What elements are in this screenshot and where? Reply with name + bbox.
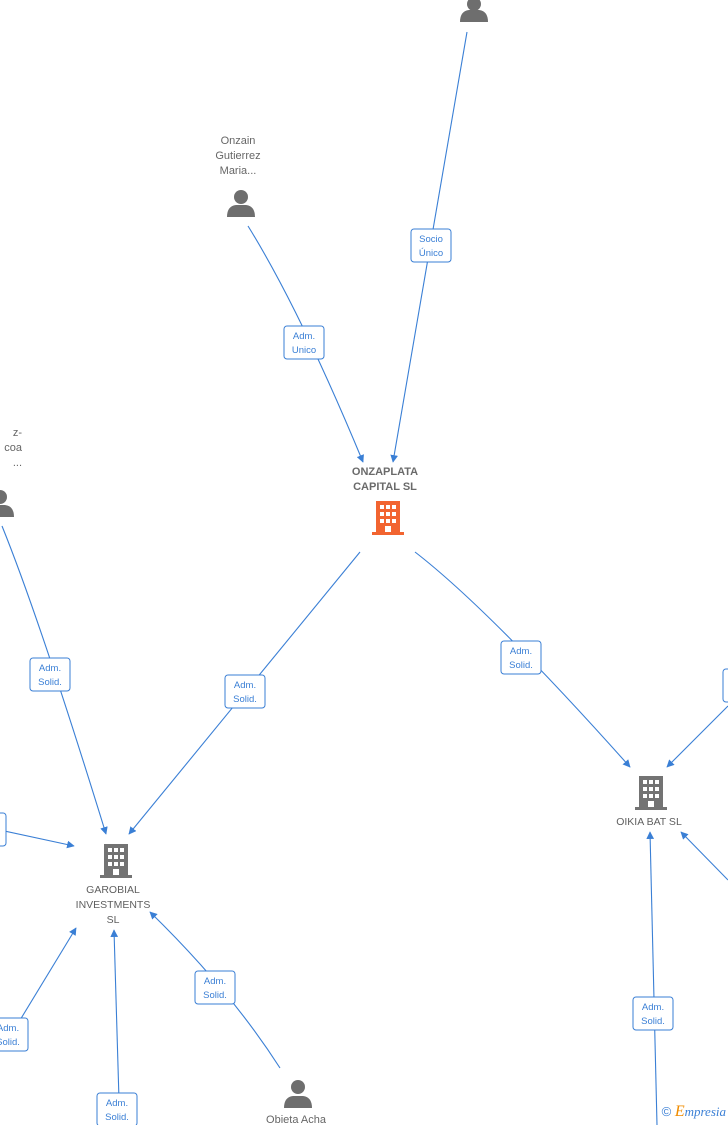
edge-label-line2: Solid.	[105, 1112, 129, 1123]
edge-label-adm-solid: Adm. Solid.	[500, 640, 542, 675]
edge-label-line2: Solid.	[38, 677, 62, 688]
edge-bottom-left-to-garobial	[13, 927, 77, 1031]
edge-label-line2: Solid.	[0, 1037, 20, 1048]
edge-label-line2: Unico	[292, 345, 316, 356]
node-label-left-person[interactable]: z- coa ...	[4, 427, 22, 469]
edge-label-line2: Solid.	[641, 1016, 665, 1027]
edge-label-adm-solid: Adm. Solid.	[96, 1092, 138, 1125]
person-icon[interactable]	[284, 1080, 312, 1108]
edge-label-adm-solid: Adm. Solid.	[632, 996, 674, 1031]
building-icon[interactable]	[635, 776, 667, 810]
edge-label-line1: Socio	[419, 234, 443, 245]
edge-label-adm-solid: Adm. Solid.	[194, 970, 236, 1005]
edge-label-line2: Solid.	[203, 990, 227, 1001]
brand-name: mpresia	[684, 1104, 726, 1119]
edge-label-adm-solid: Adm. Solid.	[224, 674, 266, 709]
node-label-onzaplata[interactable]: ONZAPLATA CAPITAL SL	[351, 466, 419, 493]
edge-label-adm-unico: Adm. Unico	[283, 325, 325, 360]
edge-label-line1: Adm.	[204, 976, 226, 987]
edge-bottom-to-oikia	[646, 831, 658, 1125]
edge-label-partial-left	[0, 812, 7, 847]
person-icon[interactable]	[227, 190, 255, 217]
edge-label-line1: Adm.	[106, 1098, 128, 1109]
edge-label-line1: Adm.	[234, 680, 256, 691]
node-label-obieta[interactable]: Obieta Acha	[266, 1114, 326, 1126]
edge-right-bottom-to-oikia	[680, 831, 728, 881]
copyright-symbol: ©	[661, 1104, 672, 1119]
brand-initial: E	[674, 1103, 685, 1120]
edge-left-edge-to-garobial	[0, 829, 75, 849]
node-label-onzain[interactable]: Onzain Gutierrez Maria...	[215, 135, 261, 177]
edge-onzaplata-to-oikia	[414, 551, 631, 768]
edge-bottom-to-garobial	[110, 929, 120, 1101]
edge-label-line1: Adm.	[0, 1023, 19, 1034]
edge-label-adm-solid: Adm. Solid.	[0, 1017, 29, 1052]
building-icon[interactable]	[100, 844, 132, 878]
building-icon[interactable]	[372, 501, 404, 535]
edge-label-socio-unico: Socio Único	[410, 228, 452, 263]
edge-label-line1: Adm.	[293, 331, 315, 342]
edge-label-line2: Solid.	[509, 660, 533, 671]
edge-label-line2: Solid.	[233, 694, 257, 705]
edge-label-adm-solid: Adm. Solid.	[29, 657, 71, 692]
edge-left-person-to-garobial	[1, 525, 108, 835]
edge-label-line1: Adm.	[642, 1002, 664, 1013]
edge-right-top-to-oikia	[666, 705, 728, 768]
edge-label-line1: Adm.	[39, 663, 61, 674]
edge-label-line1: Adm.	[510, 646, 532, 657]
person-icon[interactable]	[460, 0, 488, 22]
edge-label-line2: Único	[419, 248, 443, 259]
brand-logo: © Empresia	[662, 1103, 726, 1121]
person-icon[interactable]	[0, 490, 14, 517]
edge-label-partial-right	[722, 668, 728, 703]
node-label-oikia[interactable]: OIKIA BAT SL	[616, 816, 682, 828]
node-label-garobial[interactable]: GAROBIAL INVESTMENTS SL	[75, 884, 151, 926]
